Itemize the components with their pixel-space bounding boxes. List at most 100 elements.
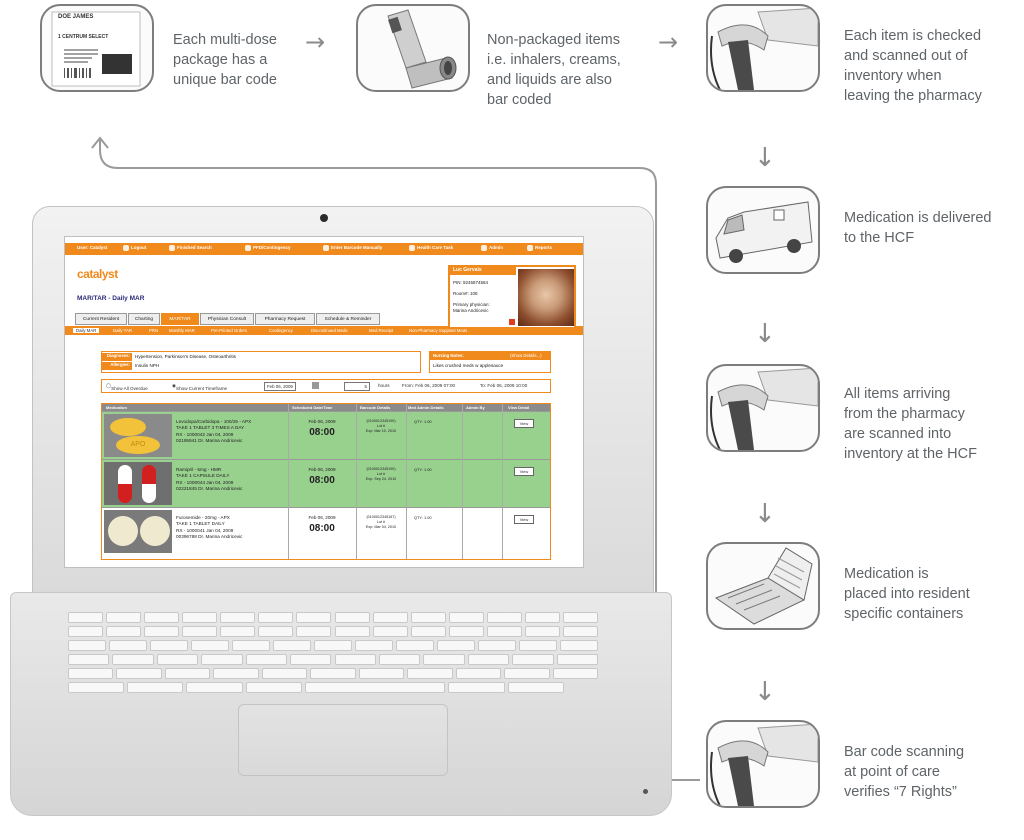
app-nav-bar: User: Catalyst Logout Finished Search PF… bbox=[65, 243, 583, 255]
step-package-box: DOE JAMES 1 CENTRUM SELECT bbox=[40, 4, 154, 92]
keyboard-key bbox=[562, 612, 598, 623]
subtab-daily-tar[interactable]: Daily TAR bbox=[113, 327, 132, 333]
arrow-down-icon: ↓ bbox=[754, 143, 776, 173]
pill-image bbox=[104, 510, 172, 553]
subtab-discontinued[interactable]: Discontinued Meds bbox=[311, 327, 348, 333]
subtab-monthly-mar[interactable]: Monthly MAR bbox=[169, 327, 195, 333]
subtab-med-receipt[interactable]: Med Receipt bbox=[369, 327, 394, 333]
tab-current-resident[interactable]: Current Resident bbox=[75, 313, 127, 325]
view-detail-button[interactable]: View bbox=[514, 515, 534, 524]
date-input[interactable]: Feb 06, 2009 bbox=[264, 382, 296, 391]
keyboard-key bbox=[191, 640, 229, 651]
patient-card: Luc Gervais PIN: 9245874584 Room#: 108 P… bbox=[448, 265, 576, 329]
medication-table-header: Medication Scheduled Date/Time Barcode D… bbox=[102, 404, 550, 411]
nav-logout[interactable]: Logout bbox=[123, 245, 146, 251]
table-row[interactable]: APO Levodopa/Carbidopa - 100/25 - APX TA… bbox=[102, 411, 550, 459]
scheduled-time: 08:00 bbox=[309, 475, 335, 486]
subtab-contingency[interactable]: Contingency bbox=[269, 327, 293, 333]
hours-input[interactable]: 5 bbox=[344, 382, 370, 391]
keyboard-key bbox=[296, 626, 332, 637]
keyboard-key bbox=[213, 668, 259, 679]
keyboard-key bbox=[358, 668, 405, 679]
keyboard-key bbox=[334, 654, 376, 665]
keyboard-key bbox=[314, 640, 352, 651]
tab-schedule-reminder[interactable]: Schedule & Reminder bbox=[316, 313, 380, 325]
patient-alert-icon[interactable] bbox=[509, 319, 515, 325]
keyboard-key bbox=[106, 612, 142, 623]
patient-physician-label: Primary physician: bbox=[453, 302, 490, 307]
keyboard-key bbox=[296, 612, 332, 623]
keyboard-key bbox=[290, 654, 332, 665]
package-label-name: DOE JAMES bbox=[58, 14, 94, 20]
keyboard-key bbox=[478, 640, 516, 651]
multi-dose-package-icon bbox=[51, 11, 141, 87]
inhaler-icon bbox=[387, 9, 457, 89]
nav-task-label: Health Care Task bbox=[417, 245, 454, 251]
nursing-notes-panel: Nursing Notes: (Show Details...) Likes c… bbox=[429, 351, 551, 373]
med-rx: RX - 1000044 Jan 04, 2009 bbox=[176, 479, 234, 485]
tab-charting[interactable]: Charting bbox=[128, 313, 160, 325]
patient-room: Room#: 108 bbox=[453, 291, 478, 296]
keyboard-key bbox=[507, 682, 564, 693]
show-all-overdue-radio[interactable]: ◯ Show All Overdue bbox=[106, 383, 148, 391]
keyboard-key bbox=[410, 612, 446, 623]
step-checked-caption: Each item is checked and scanned out of … bbox=[844, 28, 982, 104]
keyboard-key bbox=[448, 626, 484, 637]
tab-physician-consult[interactable]: Physician Consult bbox=[200, 313, 254, 325]
arrow-down-icon: ↓ bbox=[754, 319, 776, 349]
subtab-pre-printed[interactable]: Pre-Printed Orders bbox=[211, 327, 248, 333]
med-doctor: 02195941 Dr. Marina Andricevic bbox=[176, 438, 243, 444]
nursing-notes-show-details[interactable]: (Show Details...) bbox=[510, 353, 542, 358]
nav-pfd-contingency[interactable]: PFD/Contingency bbox=[245, 245, 291, 251]
tab-pharmacy-request[interactable]: Pharmacy Request bbox=[255, 313, 315, 325]
barcode-scanner-icon bbox=[710, 367, 818, 450]
col-medication: Medication bbox=[106, 405, 127, 410]
keyboard-key bbox=[560, 640, 598, 651]
med-doctor: 02221845 Dr. Marina Andricevic bbox=[176, 486, 243, 492]
hours-label: hours bbox=[378, 383, 390, 388]
nav-health-care-task[interactable]: Health Care Task bbox=[409, 245, 453, 251]
view-detail-button[interactable]: View bbox=[514, 467, 534, 476]
nav-finished-search[interactable]: Finished Search bbox=[169, 245, 212, 251]
view-detail-button[interactable]: View bbox=[514, 419, 534, 428]
arrow-down-icon: ↓ bbox=[754, 677, 776, 707]
package-label-med: 1 CENTRUM SELECT bbox=[58, 34, 109, 40]
table-row[interactable]: Furosemide - 20mg - APX TAKE 1 TABLET DA… bbox=[102, 507, 550, 555]
keyboard-key bbox=[127, 682, 184, 693]
keyboard-key bbox=[150, 640, 188, 651]
pill-image bbox=[104, 462, 172, 505]
med-description: Ramipril - 5mg - HMR TAKE 1 CAPSULE DAIL… bbox=[176, 467, 242, 493]
column-divider bbox=[462, 404, 463, 559]
table-row[interactable]: Ramipril - 5mg - HMR TAKE 1 CAPSULE DAIL… bbox=[102, 459, 550, 507]
from-time: From: Feb 06, 2009 07:00 bbox=[402, 383, 456, 388]
scheduled-date: Feb 06, 2009 bbox=[308, 515, 336, 520]
nav-logout-label: Logout bbox=[131, 245, 147, 251]
keyboard-key bbox=[355, 640, 393, 651]
page-title: MAR/TAR - Daily MAR bbox=[77, 295, 145, 302]
show-current-timeframe-radio[interactable]: ◉ Show Current Timeframe bbox=[172, 383, 228, 391]
keyboard-key bbox=[68, 654, 110, 665]
arrow-down-icon: ↓ bbox=[754, 499, 776, 529]
step-containers-box bbox=[706, 542, 820, 630]
nav-admin[interactable]: Admin bbox=[481, 245, 503, 251]
subtab-daily-mar[interactable]: Daily MAR bbox=[73, 327, 100, 333]
keyboard-key bbox=[504, 668, 550, 679]
keyboard-key bbox=[334, 626, 370, 637]
subtab-prn[interactable]: PRN bbox=[149, 327, 159, 333]
keyboard-key bbox=[519, 640, 557, 651]
nav-user: User: Catalyst bbox=[77, 245, 108, 250]
connector-arrowhead-icon bbox=[91, 136, 109, 149]
arrow-right-icon: → bbox=[658, 28, 679, 56]
delivery-van-icon bbox=[715, 201, 813, 263]
barcode-number: (0100012345190) bbox=[366, 467, 396, 471]
col-scheduled: Scheduled Date/Time bbox=[292, 405, 333, 410]
calendar-icon[interactable] bbox=[312, 382, 319, 389]
step-nonpackaged-box bbox=[356, 4, 470, 92]
subtab-non-pharmacy[interactable]: Non-Pharmacy Supplied Meds bbox=[409, 327, 468, 333]
nav-enter-barcode[interactable]: Enter Barcode Manually bbox=[323, 245, 382, 251]
nav-reports[interactable]: Reports bbox=[527, 245, 552, 251]
col-view-detail: View Detail bbox=[508, 405, 530, 410]
keyboard-key bbox=[524, 612, 560, 623]
tab-mar-tar[interactable]: MAR/TAR bbox=[161, 313, 199, 325]
step-point-of-care-caption: Bar code scanning at point of care verif… bbox=[844, 744, 965, 800]
